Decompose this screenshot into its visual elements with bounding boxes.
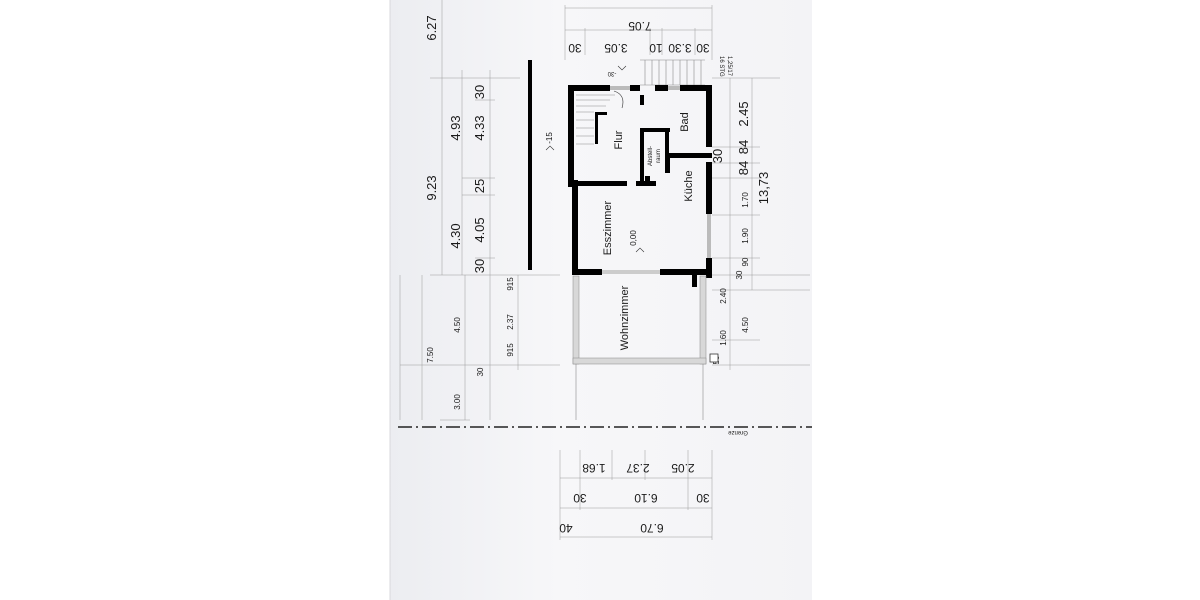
dim-left-30: 30	[476, 367, 485, 376]
abstellraum-line-1: Abstell-	[648, 146, 654, 166]
dim-top-seg-b: 3.05	[604, 41, 628, 55]
exterior-stair: 16 STG 1,25/17	[640, 56, 732, 86]
dim-left-915b: 915	[506, 343, 515, 357]
dim-top-seg-c: 10	[649, 41, 663, 55]
level-top: -30	[607, 70, 616, 76]
dim-bottom-670: 6.70	[640, 521, 664, 535]
dim-top-seg-a: 30	[568, 41, 582, 55]
dim-right-84b: 84	[736, 161, 751, 175]
dim-top-overall: 7.05	[628, 19, 652, 33]
room-label-wohnzimmer: Wohnzimmer	[619, 285, 631, 350]
dim-bottom-237: 2.37	[626, 461, 650, 475]
exterior-wall-left	[528, 60, 532, 270]
dim-right-30: 30	[710, 149, 725, 163]
dim-top-seg-e: 30	[696, 41, 710, 55]
dim-right-90: 90	[741, 257, 750, 266]
room-label-abstellraum: Abstell- raum	[648, 146, 662, 166]
building-walls	[568, 85, 712, 287]
dim-right-190: 1.90	[741, 228, 750, 244]
top-dimension-chain: 7.05 30 3.05 10 3.30 30	[564, 5, 713, 60]
stair-count: 16 STG	[718, 56, 724, 77]
dim-left-25: 25	[472, 179, 487, 193]
dim-left-30b: 30	[472, 259, 487, 273]
dim-top-seg-d: 3.30	[668, 41, 692, 55]
dim-bottom-168: 1.68	[582, 461, 606, 475]
dim-left-237: 2.37	[506, 314, 515, 330]
windows	[602, 86, 711, 274]
dim-right-160: 1.60	[719, 330, 728, 346]
dim-right-245: 2.45	[736, 101, 751, 126]
dim-right-84a: 84	[736, 140, 751, 154]
dim-right-450: 4.50	[741, 317, 750, 333]
dim-left-30a: 30	[472, 85, 487, 99]
dim-bottom-30a: 30	[573, 491, 587, 505]
bottom-dimension-chain: 1.68 2.37 2.05 30 6.10 30 40 6.70	[559, 450, 713, 540]
left-dimension-chain: 6.27 9.23 4.93 4.30 30 4.33 25 4.05 30	[424, 0, 560, 276]
room-label-kueche: Küche	[683, 170, 695, 201]
boundary-label: Grenze	[728, 429, 748, 435]
dim-left-total: 9.23	[424, 175, 439, 200]
dim-bottom-40: 40	[559, 521, 573, 535]
abstellraum-line-2: raum	[656, 149, 662, 163]
wohnzimmer-area	[572, 275, 719, 420]
dim-bottom-30b: 30	[696, 491, 710, 505]
dim-left-750: 7.50	[426, 347, 435, 363]
dim-left-450: 4.50	[453, 317, 462, 333]
left-lower-dimension-chain: 7.50 4.50 3.00 30 2.37 915 915	[399, 275, 560, 421]
property-boundary: Grenze	[398, 426, 812, 435]
dim-left-upper: 4.93	[448, 115, 463, 140]
dim-left-433: 4.33	[472, 115, 487, 140]
room-label-esszimmer: Esszimmer	[602, 200, 614, 255]
dim-left-405: 4.05	[472, 217, 487, 242]
right-dimension-chain: 13,73 2.45 30 84 84 1.70 1.90 30 90 2.40…	[710, 77, 810, 370]
interior-stair	[576, 90, 624, 145]
level-side: -15	[545, 132, 554, 144]
dim-left-915a: 915	[506, 277, 515, 291]
level-floor: 0,00	[629, 230, 638, 246]
dim-left-300: 3.00	[453, 394, 462, 410]
dim-right-30b: 30	[735, 270, 744, 279]
dim-bottom-205: 2.05	[671, 461, 695, 475]
room-label-flur: Flur	[613, 130, 625, 149]
dim-right-total: 13,73	[756, 172, 771, 205]
dim-left-total-far: 6.27	[424, 15, 439, 40]
level-marks	[545, 65, 645, 253]
dim-right-240: 2.40	[719, 288, 728, 304]
stair-ratio: 1,25/17	[726, 56, 732, 77]
dim-bottom-610: 6.10	[634, 491, 658, 505]
room-label-bad: Bad	[679, 112, 691, 132]
dim-right-170: 1.70	[741, 192, 750, 208]
dim-left-lower: 4.30	[448, 223, 463, 248]
